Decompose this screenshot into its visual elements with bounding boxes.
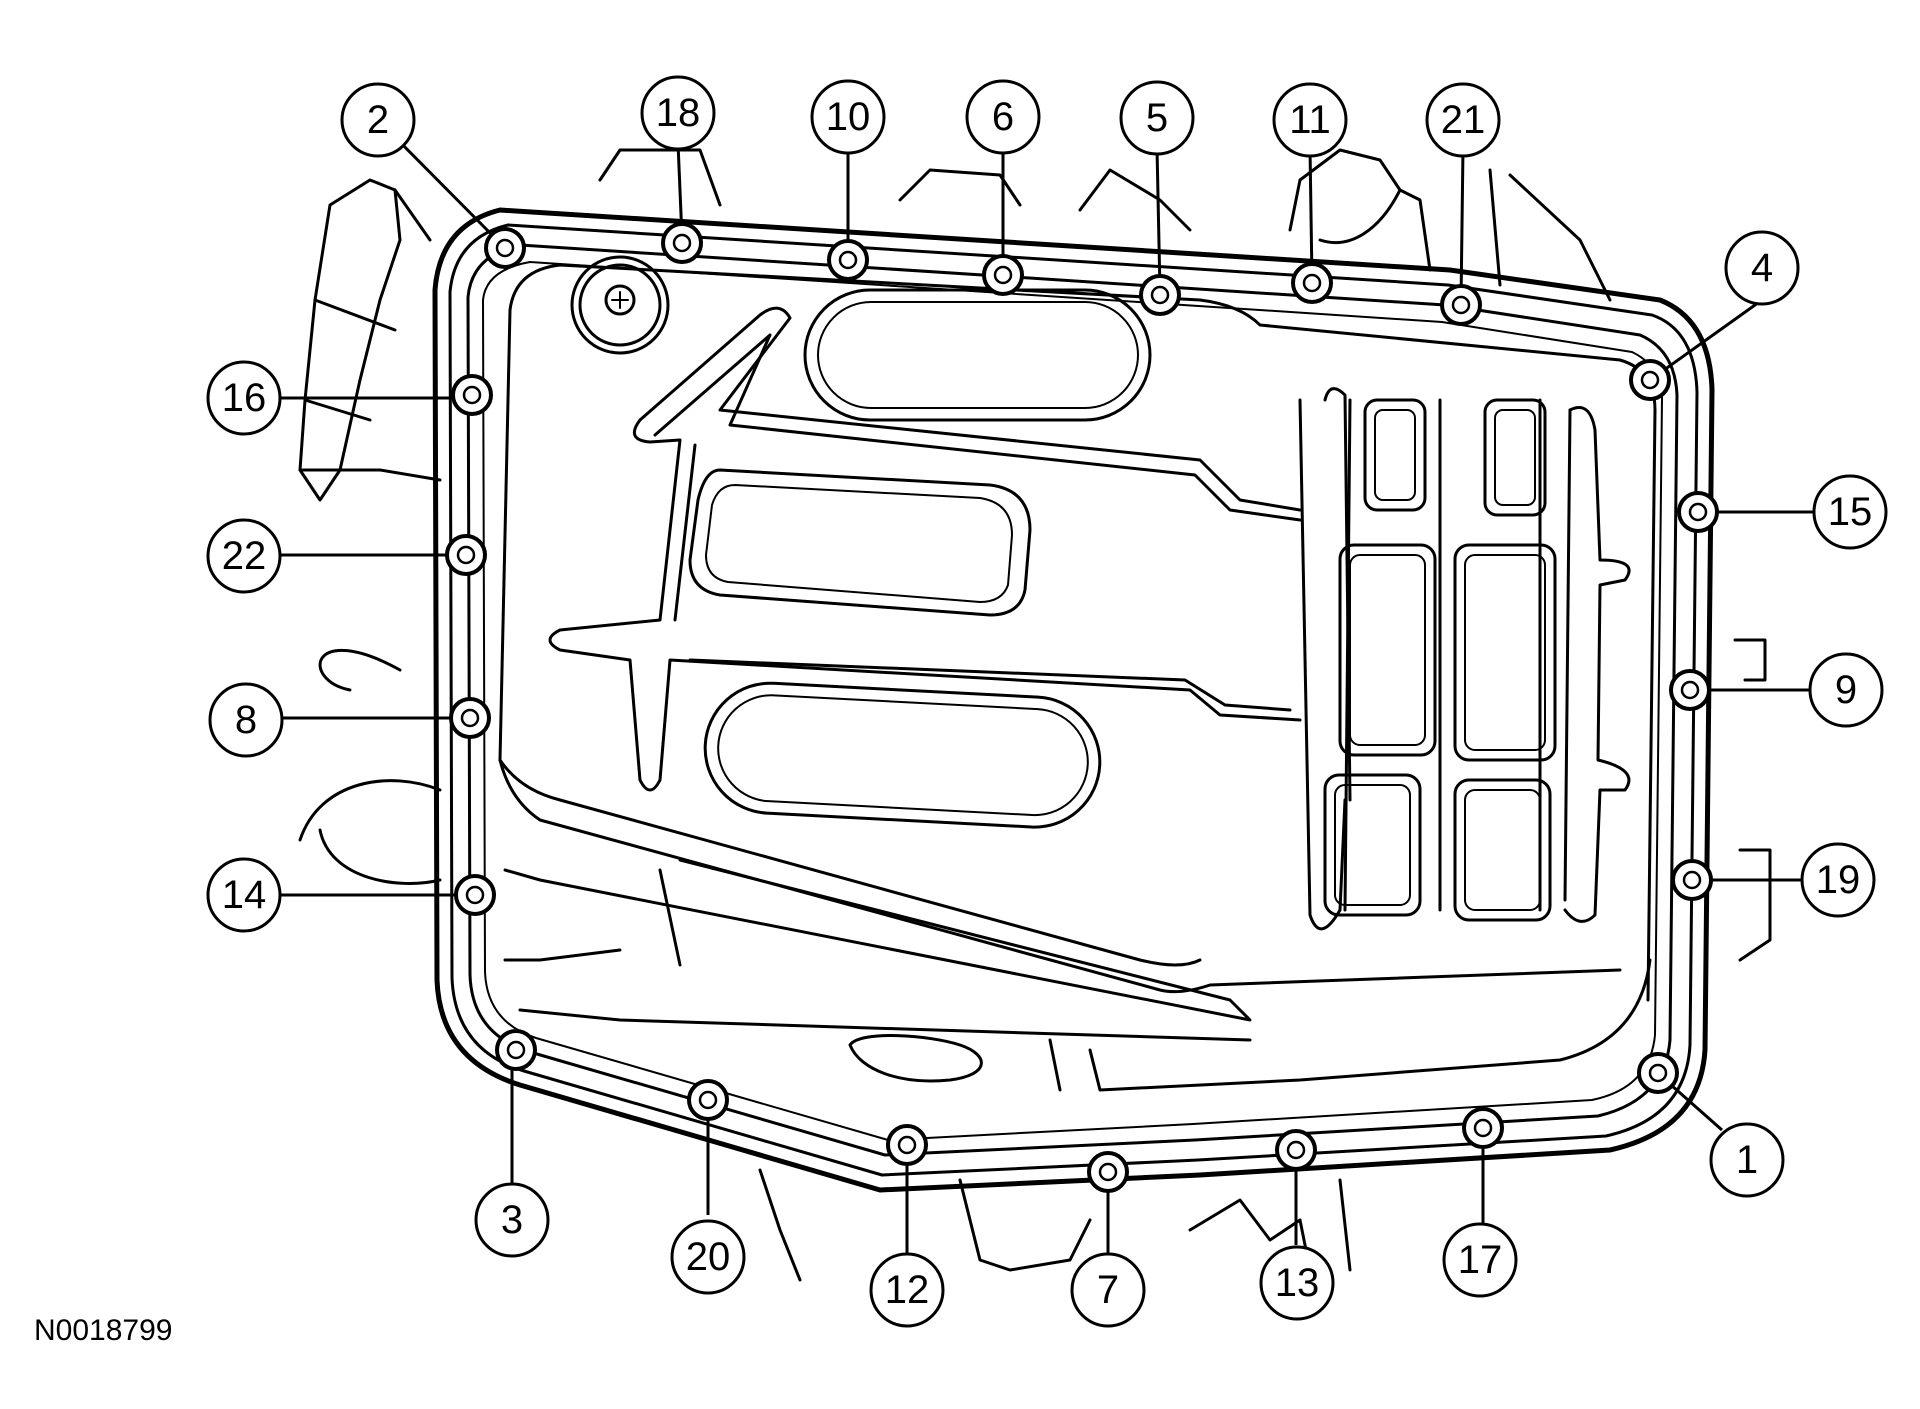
callout-label: 8 <box>235 698 257 742</box>
callout-9: 9 <box>1808 652 1884 728</box>
reference-code: N0018799 <box>34 1314 172 1347</box>
bolt-12 <box>886 1124 928 1166</box>
callout-11: 11 <box>1272 82 1348 158</box>
callout-label: 10 <box>826 95 871 139</box>
callout-label: 4 <box>1751 246 1773 290</box>
bolt-13 <box>1275 1129 1317 1171</box>
callout-label: 15 <box>1828 490 1873 534</box>
callout-18: 18 <box>640 75 716 151</box>
callout-label: 18 <box>656 91 701 135</box>
callout-17: 17 <box>1442 1222 1518 1298</box>
callout-8: 8 <box>208 682 284 758</box>
callout-label: 2 <box>367 98 389 142</box>
bolt-3 <box>495 1029 537 1071</box>
callout-14: 14 <box>206 857 282 933</box>
callout-label: 11 <box>1289 98 1331 142</box>
bolt-9 <box>1669 669 1711 711</box>
bolt-15 <box>1677 491 1719 533</box>
callout-15: 15 <box>1812 474 1888 550</box>
bolts <box>445 222 1719 1193</box>
callout-label: 14 <box>222 873 267 917</box>
callout-2: 2 <box>340 82 416 158</box>
bolt-19 <box>1671 859 1713 901</box>
callout-12: 12 <box>869 1252 945 1328</box>
callouts: 2 18 10 6 5 11 21 4 15 9 19 1 17 13 7 12… <box>206 75 1888 1328</box>
callout-6: 6 <box>965 79 1041 155</box>
callout-label: 17 <box>1458 1238 1503 1282</box>
callout-label: 1 <box>1736 1138 1758 1182</box>
callout-22: 22 <box>206 518 282 594</box>
callout-label: 22 <box>222 534 267 578</box>
callout-4: 4 <box>1724 230 1800 306</box>
bolt-20 <box>687 1079 729 1121</box>
callout-3: 3 <box>474 1182 550 1258</box>
callout-1: 1 <box>1709 1122 1785 1198</box>
pan-body <box>498 255 1657 1092</box>
bolt-18 <box>661 222 703 264</box>
callout-5: 5 <box>1119 80 1195 156</box>
callout-19: 19 <box>1800 842 1876 918</box>
bolt-14 <box>454 874 496 916</box>
callout-16: 16 <box>206 360 282 436</box>
bolt-2 <box>484 227 526 269</box>
callout-label: 19 <box>1816 858 1861 902</box>
bolt-6 <box>982 254 1024 296</box>
bolt-11 <box>1291 262 1333 304</box>
callout-label: 9 <box>1835 668 1857 712</box>
background-housing <box>298 148 1772 1282</box>
bolt-8 <box>449 697 491 739</box>
callout-21: 21 <box>1425 82 1501 158</box>
bolt-7 <box>1087 1151 1129 1193</box>
bolt-5 <box>1139 274 1181 316</box>
callout-label: 6 <box>992 95 1014 139</box>
bolt-1 <box>1637 1052 1679 1094</box>
bolt-22 <box>445 534 487 576</box>
callout-label: 7 <box>1097 1268 1119 1312</box>
callout-label: 3 <box>501 1198 523 1242</box>
callout-label: 21 <box>1441 98 1486 142</box>
bolt-17 <box>1462 1107 1504 1149</box>
pan-flange <box>432 207 1715 1193</box>
callout-label: 13 <box>1275 1261 1320 1305</box>
callout-7: 7 <box>1070 1252 1146 1328</box>
callout-label: 20 <box>686 1235 731 1279</box>
callout-label: 12 <box>885 1268 930 1312</box>
callout-label: 16 <box>222 376 267 420</box>
bolt-16 <box>451 374 493 416</box>
callout-13: 13 <box>1259 1245 1335 1321</box>
callout-10: 10 <box>810 79 886 155</box>
bolt-10 <box>827 239 869 281</box>
callout-20: 20 <box>670 1219 746 1295</box>
bolt-21 <box>1440 284 1482 326</box>
callout-label: 5 <box>1146 96 1168 140</box>
bolt-4 <box>1629 359 1671 401</box>
